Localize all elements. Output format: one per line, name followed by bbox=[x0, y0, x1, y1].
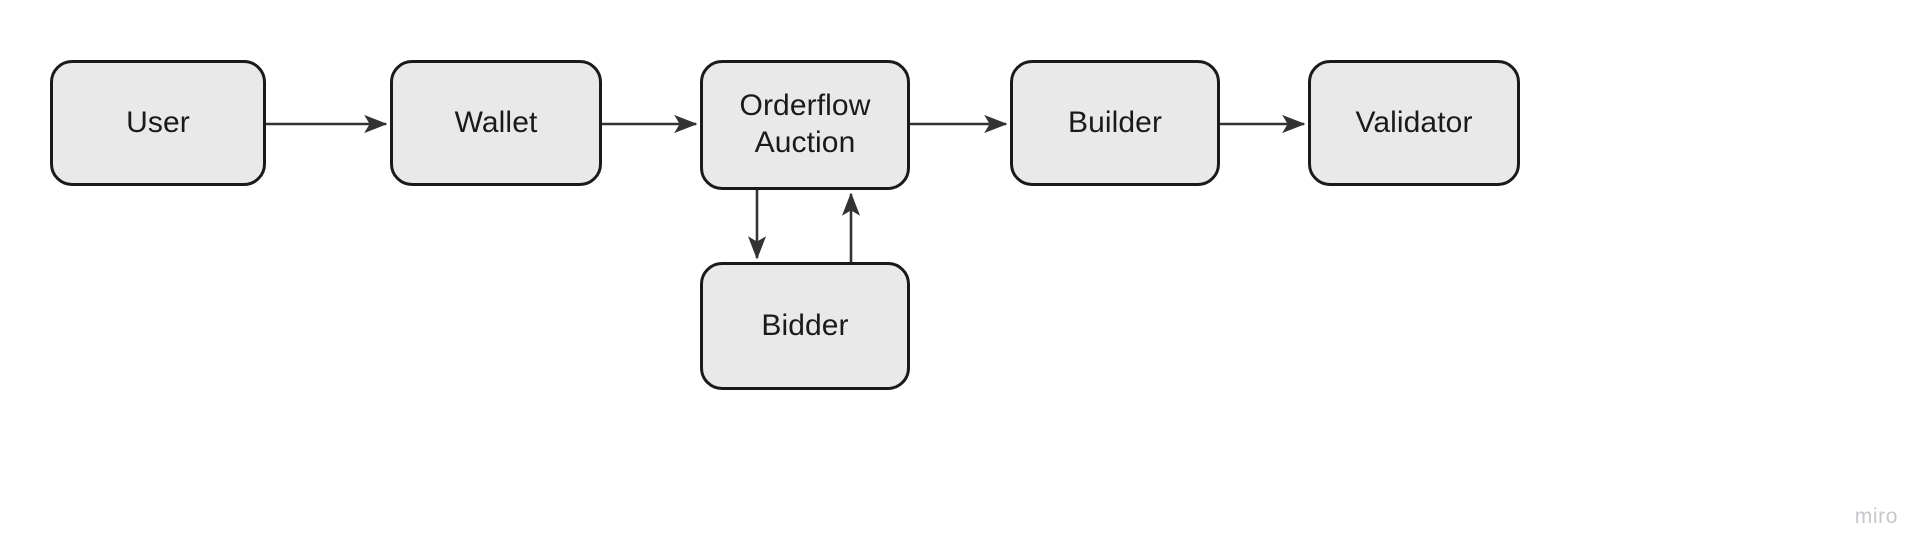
node-validator[interactable]: Validator bbox=[1308, 60, 1520, 186]
node-wallet-label: Wallet bbox=[454, 105, 538, 139]
node-bidder-label: Bidder bbox=[761, 308, 849, 342]
node-bidder[interactable]: Bidder bbox=[700, 262, 910, 390]
node-builder[interactable]: Builder bbox=[1010, 60, 1220, 186]
node-user[interactable]: User bbox=[50, 60, 266, 186]
node-builder-label: Builder bbox=[1067, 105, 1163, 139]
node-orderflow-auction-label: Orderflow Auction bbox=[739, 89, 871, 159]
node-user-label: User bbox=[126, 105, 190, 139]
node-wallet[interactable]: Wallet bbox=[390, 60, 602, 186]
node-orderflow-auction[interactable]: Orderflow Auction bbox=[700, 60, 910, 190]
node-validator-label: Validator bbox=[1355, 105, 1473, 139]
miro-watermark: miro bbox=[1854, 505, 1898, 528]
